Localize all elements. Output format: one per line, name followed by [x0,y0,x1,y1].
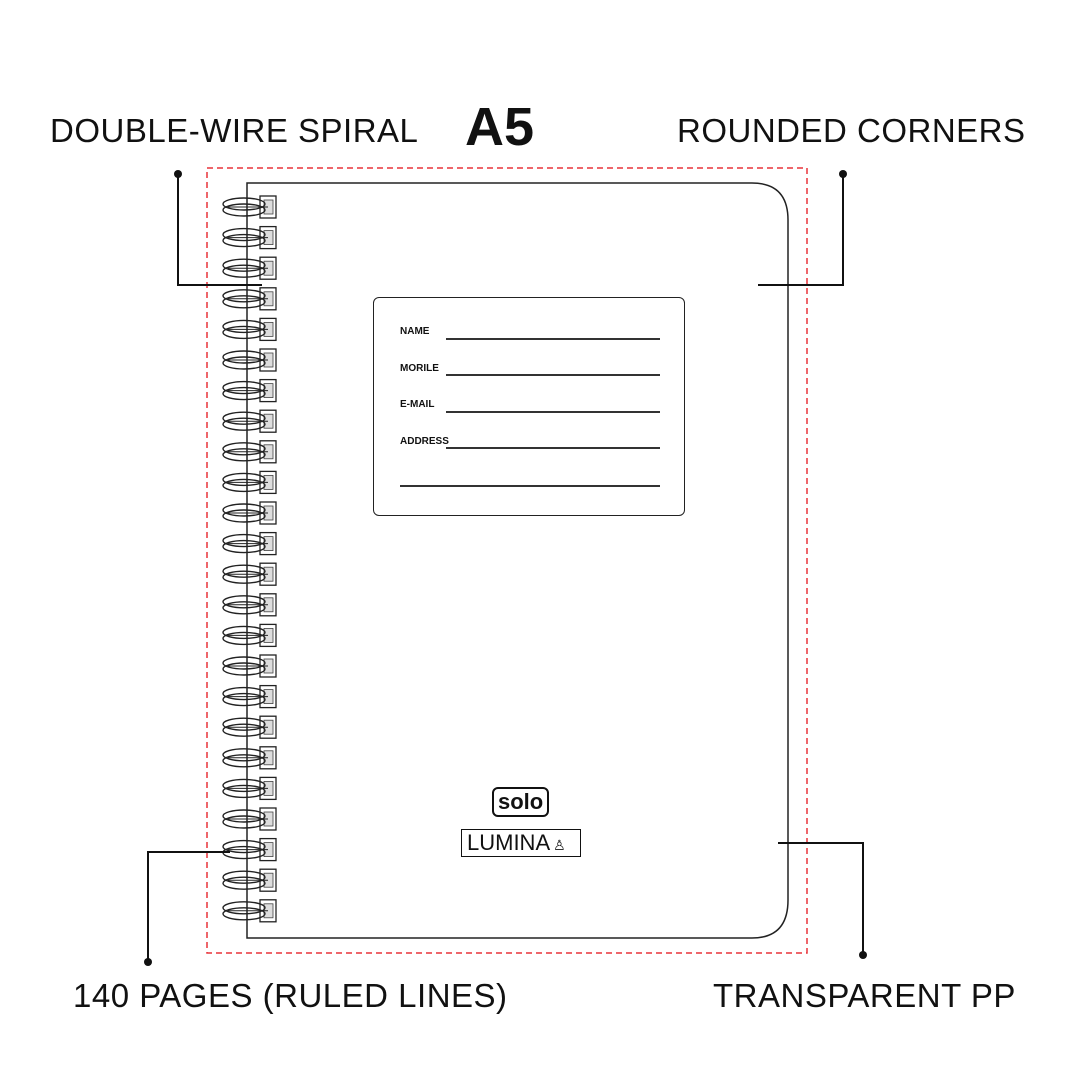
size-title: A5 [465,97,535,157]
lumina-logo: LUMINA♙ [461,829,581,857]
spiral-coil [222,623,277,648]
field-email: E-MAIL [400,399,435,410]
spiral-coil [222,899,277,923]
field-address: ADDRESS [400,436,449,447]
callout-pages: 140 PAGES (RULED LINES) [73,977,508,1014]
spiral-coil [222,776,277,801]
callout-material: TRANSPARENT PP [713,977,1016,1014]
spiral-coil [222,715,277,739]
name-label-card: NAME MORILE E-MAIL ADDRESS [373,297,685,516]
field-mobile: MORILE [400,363,439,374]
callout-dot [859,951,867,959]
spiral-coil [222,378,277,403]
spiral-coil [222,470,277,495]
spiral-coil [222,531,277,556]
spiral-coil [222,225,277,250]
spiral-coil [222,654,277,678]
spiral-coil [222,440,277,464]
spiral-coil [222,256,277,280]
lumina-text: LUMINA [467,830,551,855]
callout-dot [839,170,847,178]
spiral-coil [222,562,277,586]
spiral-coil [222,868,277,892]
spiral-coil [222,409,277,433]
spiral-coil [222,287,277,311]
spiral-binding [222,195,277,923]
spiral-coil [222,593,277,617]
callout-dot [174,170,182,178]
spiral-coil [222,195,277,219]
spiral-coil [222,837,277,862]
callout-dot [144,958,152,966]
callout-lines [147,174,864,962]
spiral-coil [222,501,277,525]
spiral-coil [222,746,277,770]
callout-corners: ROUNDED CORNERS [677,112,1026,149]
callout-spiral: DOUBLE-WIRE SPIRAL [50,112,419,149]
solo-logo: solo [492,787,550,817]
lamp-icon: ♙ [553,837,566,853]
spiral-coil [222,807,277,831]
spiral-coil [222,348,277,372]
spiral-coil [222,317,277,342]
notebook-cover [246,182,789,939]
field-name: NAME [400,326,430,337]
a5-dashed-outline [206,167,808,954]
spiral-coil [222,684,277,709]
